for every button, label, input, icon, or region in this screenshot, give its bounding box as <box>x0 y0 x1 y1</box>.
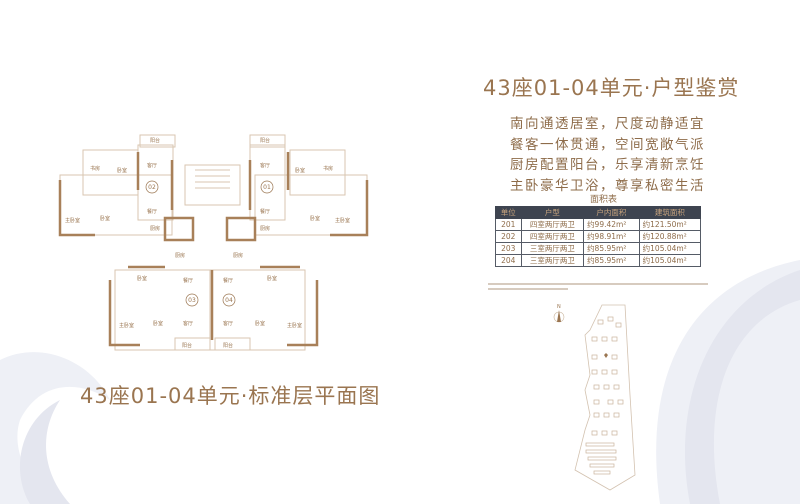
floor-plan: 书房 卧室 阳台 客厅 餐厅 主卧室 卧室 厨房 书房 卧室 阳台 客厅 餐厅 … <box>58 134 369 351</box>
feature-slogans: 南向通透居室，尺度动静适宜 餐客一体贯通，空间宽敞气派 厨房配置阳台，乐享清新烹… <box>510 114 705 196</box>
room-label: 卧室 <box>267 275 277 282</box>
room-label: 阳台 <box>150 137 160 144</box>
room-label: 卧室 <box>255 320 265 327</box>
room-label: 卧室 <box>310 215 320 222</box>
cell: 约85.95m² <box>583 242 640 255</box>
slogan-line: 主卧豪华卫浴，尊享私密生活 <box>510 177 705 194</box>
cell: 四室两厅两卫 <box>520 218 585 231</box>
cell: 约99.42m² <box>583 218 640 231</box>
page-title: 43座01-04单元·户型鉴赏 <box>483 76 740 100</box>
cell: 202 <box>495 230 522 243</box>
floor-plan-title: 43座01-04单元·标准层平面图 <box>80 384 381 408</box>
room-label: 阳台 <box>182 342 192 349</box>
room-label: 客厅 <box>260 162 270 169</box>
room-label: 客厅 <box>147 162 157 169</box>
room-label: 书房 <box>90 165 100 172</box>
room-label: 客厅 <box>223 320 233 327</box>
room-label: 卧室 <box>100 215 110 222</box>
cell: 约85.95m² <box>583 254 640 267</box>
north-arrow-icon <box>553 310 565 323</box>
room-label: 阳台 <box>260 137 270 144</box>
room-label: 书房 <box>323 165 333 172</box>
cell: 201 <box>495 218 522 231</box>
room-label: 卧室 <box>117 167 127 174</box>
room-label: 主卧室 <box>65 217 80 224</box>
cell: 三室两厅两卫 <box>520 242 585 255</box>
table-header-row: 单位 户型 户内面积 建筑面积 <box>495 206 702 219</box>
site-plan: N <box>553 304 636 491</box>
slogan-line: 厨房配置阳台，乐享清新烹饪 <box>510 157 705 173</box>
cell: 约121.50m² <box>638 218 702 231</box>
slogan-line: 南向通透居室，尺度动静适宜 <box>510 116 705 132</box>
cell: 约105.04m² <box>638 242 702 255</box>
unit-number: 02 <box>148 184 156 191</box>
room-label: 卧室 <box>137 275 147 282</box>
slogan-line: 餐客一体贯通，空间宽敞气派 <box>510 136 705 153</box>
room-label: 主卧室 <box>335 217 350 224</box>
col-header: 户型 <box>520 206 585 219</box>
room-label: 阳台 <box>223 342 233 349</box>
col-header: 建筑面积 <box>638 206 702 219</box>
room-label: 餐厅 <box>183 277 193 284</box>
col-header: 单位 <box>495 206 522 219</box>
col-header: 户内面积 <box>583 206 640 219</box>
room-label: 主卧室 <box>287 322 302 329</box>
disclaimer-text <box>488 280 778 293</box>
cell: 三室两厅两卫 <box>520 254 585 267</box>
cell: 约105.04m² <box>638 254 702 267</box>
room-label: 餐厅 <box>147 208 157 215</box>
unit-number: 04 <box>225 297 233 304</box>
cell: 203 <box>495 242 522 255</box>
table-caption: 面积表 <box>590 195 618 205</box>
cell: 四室两厅两卫 <box>520 230 585 243</box>
room-label: 客厅 <box>183 320 193 327</box>
north-label: N <box>557 304 561 310</box>
unit-number: 03 <box>188 297 196 304</box>
cell: 204 <box>495 254 522 267</box>
room-label: 厨房 <box>150 225 160 232</box>
room-label: 厨房 <box>260 225 270 232</box>
room-label: 卧室 <box>295 167 305 174</box>
room-label: 卧室 <box>153 320 163 327</box>
unit-number: 01 <box>263 184 271 191</box>
room-label: 餐厅 <box>260 208 270 215</box>
cell: 约98.91m² <box>583 230 640 243</box>
room-label: 厨房 <box>233 252 243 259</box>
current-building-marker <box>604 353 608 358</box>
cell: 约120.88m² <box>638 230 702 243</box>
room-label: 餐厅 <box>223 277 233 284</box>
room-label: 厨房 <box>175 252 185 259</box>
room-label: 主卧室 <box>119 322 134 329</box>
